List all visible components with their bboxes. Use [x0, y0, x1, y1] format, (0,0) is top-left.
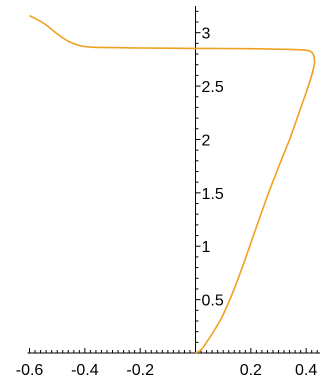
axes [27, 6, 320, 354]
y-tick-label: 3 [202, 26, 211, 43]
ticks [29, 10, 318, 353]
y-tick-label: 2.5 [202, 79, 224, 96]
x-tick-label: -0.2 [126, 362, 154, 379]
y-tick-label: 1 [202, 239, 211, 256]
series-line [29, 14, 316, 354]
x-tick-label: 0.2 [240, 362, 262, 379]
tick-labels: -0.6 -0.4 -0.2 0.2 0.4 0.5 1 1.5 2 2.5 3 [16, 26, 318, 379]
x-tick-label: -0.6 [16, 362, 44, 379]
y-tick-label: 2 [202, 132, 211, 149]
series-layer [29, 14, 316, 354]
y-tick-label: 0.5 [202, 293, 224, 310]
x-tick-label: 0.4 [295, 362, 317, 379]
y-tick-label: 1.5 [202, 186, 224, 203]
x-tick-label: -0.4 [71, 362, 99, 379]
